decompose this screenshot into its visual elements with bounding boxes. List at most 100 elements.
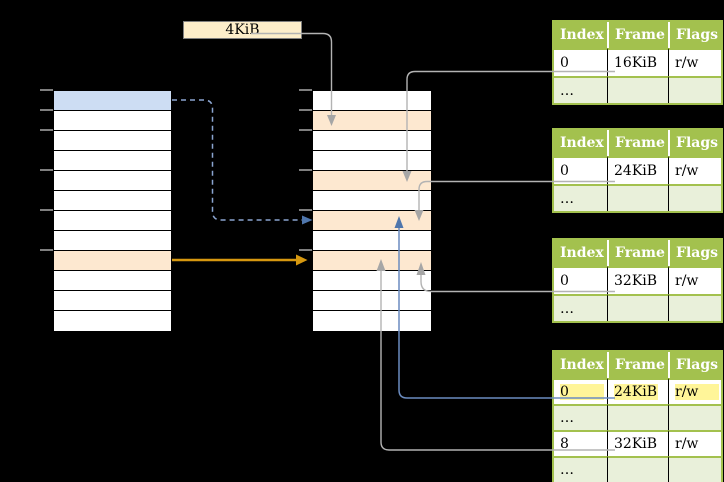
table-header-row: Index Frame Flags xyxy=(554,22,721,48)
page-table-3: Index Frame Flags 0 32KiB r/w … xyxy=(552,238,723,323)
memory-row xyxy=(54,151,171,171)
memory-row xyxy=(313,291,431,311)
memory-row xyxy=(54,211,171,231)
memory-row xyxy=(313,191,431,211)
page-table-1: Index Frame Flags 0 16KiB r/w … xyxy=(552,20,723,105)
col-header-frame: Frame xyxy=(607,22,668,48)
memory-row xyxy=(313,311,431,331)
highlight-flags: r/w xyxy=(675,384,719,400)
table-header-row: Index Frame Flags xyxy=(554,352,721,378)
col-header-frame: Frame xyxy=(607,130,668,156)
col-header-flags: Flags xyxy=(668,352,721,378)
col-header-flags: Flags xyxy=(668,240,721,266)
table-row: 8 32KiB r/w xyxy=(554,430,721,456)
cell-index: 0 xyxy=(554,156,607,184)
address-tick xyxy=(299,129,312,131)
memory-row xyxy=(313,151,431,171)
memory-row xyxy=(313,131,431,151)
memory-row xyxy=(54,191,171,211)
memory-row xyxy=(313,211,431,231)
cell-frame xyxy=(607,76,668,103)
table-row-ellipsis: … xyxy=(554,184,721,211)
cell-flags xyxy=(668,294,721,321)
cell-frame: 32KiB xyxy=(607,430,668,456)
col-header-index: Index xyxy=(554,240,607,266)
cell-flags xyxy=(668,76,721,103)
address-tick xyxy=(40,169,53,171)
cell-frame xyxy=(607,456,668,482)
table-row: 0 16KiB r/w xyxy=(554,48,721,76)
col-header-index: Index xyxy=(554,130,607,156)
physical-memory-column xyxy=(312,90,432,332)
col-header-index: Index xyxy=(554,22,607,48)
memory-row xyxy=(54,291,171,311)
address-tick xyxy=(40,129,53,131)
memory-row xyxy=(313,91,431,111)
address-tick xyxy=(40,209,53,211)
memory-row xyxy=(313,231,431,251)
memory-row xyxy=(313,111,431,131)
table-row: 0 24KiB r/w xyxy=(554,156,721,184)
cell-index: 0 xyxy=(554,48,607,76)
cell-flags: r/w xyxy=(668,378,721,404)
cell-flags xyxy=(668,456,721,482)
cell-flags xyxy=(668,404,721,430)
cell-index: … xyxy=(554,76,607,103)
cell-flags: r/w xyxy=(668,156,721,184)
memory-row xyxy=(54,231,171,251)
memory-row xyxy=(54,271,171,291)
cell-index: … xyxy=(554,184,607,211)
address-tick xyxy=(299,89,312,91)
table-row-highlighted: 0 24KiB r/w xyxy=(554,378,721,404)
cell-flags xyxy=(668,184,721,211)
col-header-frame: Frame xyxy=(607,240,668,266)
memory-row xyxy=(54,111,171,131)
cell-frame: 24KiB xyxy=(607,156,668,184)
page-size-label-box: 4KiB xyxy=(183,21,302,39)
address-tick xyxy=(299,209,312,211)
address-tick xyxy=(40,109,53,111)
col-header-frame: Frame xyxy=(607,352,668,378)
cell-flags: r/w xyxy=(668,430,721,456)
table-header-row: Index Frame Flags xyxy=(554,130,721,156)
cell-index: … xyxy=(554,404,607,430)
memory-row xyxy=(54,171,171,191)
memory-row xyxy=(54,131,171,151)
memory-row xyxy=(313,171,431,191)
page-table-4: Index Frame Flags 0 24KiB r/w … 8 32KiB … xyxy=(552,350,723,482)
cell-flags: r/w xyxy=(668,266,721,294)
cell-index: 8 xyxy=(554,430,607,456)
col-header-flags: Flags xyxy=(668,22,721,48)
address-tick xyxy=(299,169,312,171)
col-header-flags: Flags xyxy=(668,130,721,156)
cell-frame: 16KiB xyxy=(607,48,668,76)
table-header-row: Index Frame Flags xyxy=(554,240,721,266)
address-tick xyxy=(40,249,53,251)
memory-row xyxy=(313,251,431,271)
cell-frame xyxy=(607,404,668,430)
cell-frame xyxy=(607,184,668,211)
cell-index: 0 xyxy=(554,378,607,404)
memory-row xyxy=(54,91,171,111)
table-row-ellipsis: … xyxy=(554,294,721,321)
cell-index: … xyxy=(554,294,607,321)
memory-row xyxy=(313,271,431,291)
arrow-virtual-blue-page xyxy=(172,99,302,221)
virtual-memory-column xyxy=(53,90,172,332)
address-tick xyxy=(299,249,312,251)
memory-row xyxy=(54,311,171,331)
arrowhead-right-icon xyxy=(302,215,313,225)
table-row-ellipsis: … xyxy=(554,404,721,430)
address-tick xyxy=(40,89,53,91)
table-row-ellipsis: … xyxy=(554,76,721,103)
highlight-index: 0 xyxy=(560,384,604,400)
address-tick xyxy=(299,109,312,111)
cell-frame xyxy=(607,294,668,321)
page-table-2: Index Frame Flags 0 24KiB r/w … xyxy=(552,128,723,213)
cell-frame: 24KiB xyxy=(607,378,668,404)
memory-row xyxy=(54,251,171,271)
page-size-label: 4KiB xyxy=(225,22,260,38)
table-row-ellipsis: … xyxy=(554,456,721,482)
arrowhead-right-icon xyxy=(296,254,308,266)
